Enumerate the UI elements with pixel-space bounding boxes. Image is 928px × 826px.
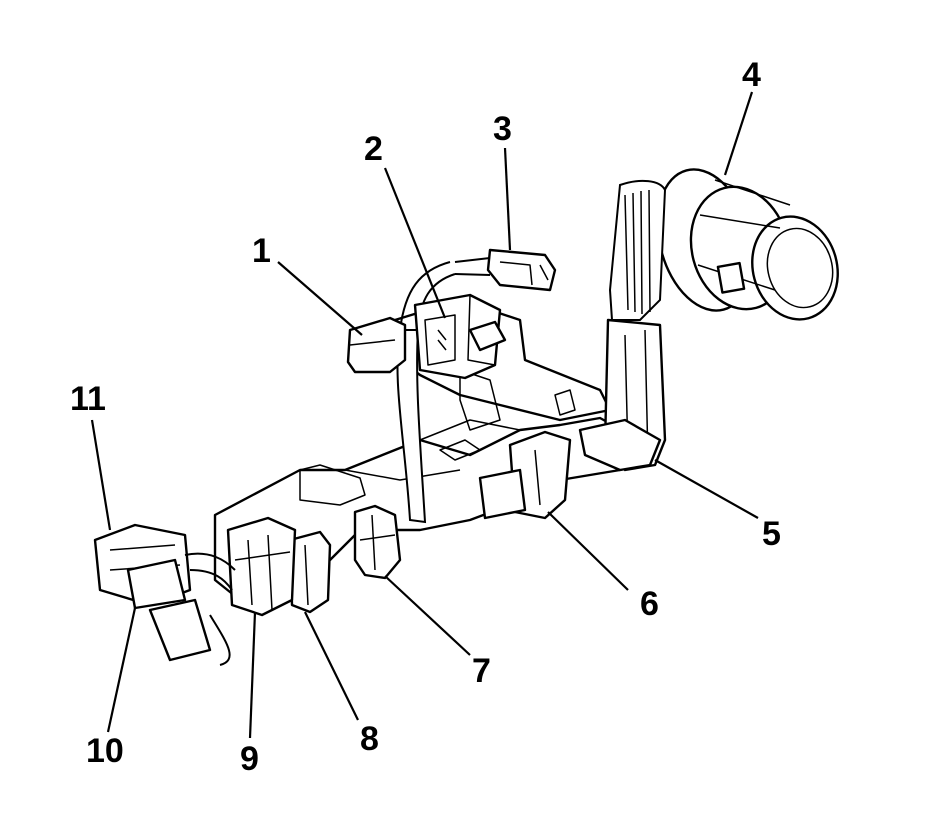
leader-7 (384, 575, 471, 656)
leader-11 (90, 419, 112, 531)
leader-6 (547, 511, 629, 591)
callout-8: 8 (360, 720, 379, 758)
component-7-clip (353, 504, 402, 580)
leader-1 (277, 261, 363, 336)
leader-10 (106, 607, 137, 733)
callout-4: 4 (742, 56, 761, 94)
leader-lines (90, 91, 759, 739)
component-4-round-connector (608, 168, 839, 321)
leader-3 (503, 147, 512, 251)
callout-6: 6 (640, 585, 659, 623)
callout-labels: 1 2 3 4 5 6 7 8 9 10 11 (70, 56, 781, 778)
component-1-bracket (346, 316, 407, 374)
component-3-plug (454, 248, 557, 292)
component-5-clip (578, 318, 667, 472)
component-8-clip (288, 530, 332, 614)
callout-1: 1 (252, 232, 271, 270)
callout-5: 5 (762, 515, 781, 553)
component-10-11-connectors (93, 523, 236, 666)
leader-9 (248, 611, 257, 739)
callout-3: 3 (493, 110, 512, 148)
callout-11: 11 (70, 380, 106, 418)
component-9-connector (226, 516, 297, 617)
callout-10: 10 (86, 732, 124, 770)
leader-5 (654, 459, 759, 519)
component-6-connector (478, 430, 572, 520)
leader-2 (383, 167, 447, 319)
component-2-connector (413, 293, 507, 380)
callout-2: 2 (364, 130, 383, 168)
callout-9: 9 (240, 740, 259, 778)
leader-4 (723, 91, 754, 176)
callout-7: 7 (472, 652, 491, 690)
leader-8 (304, 611, 359, 721)
